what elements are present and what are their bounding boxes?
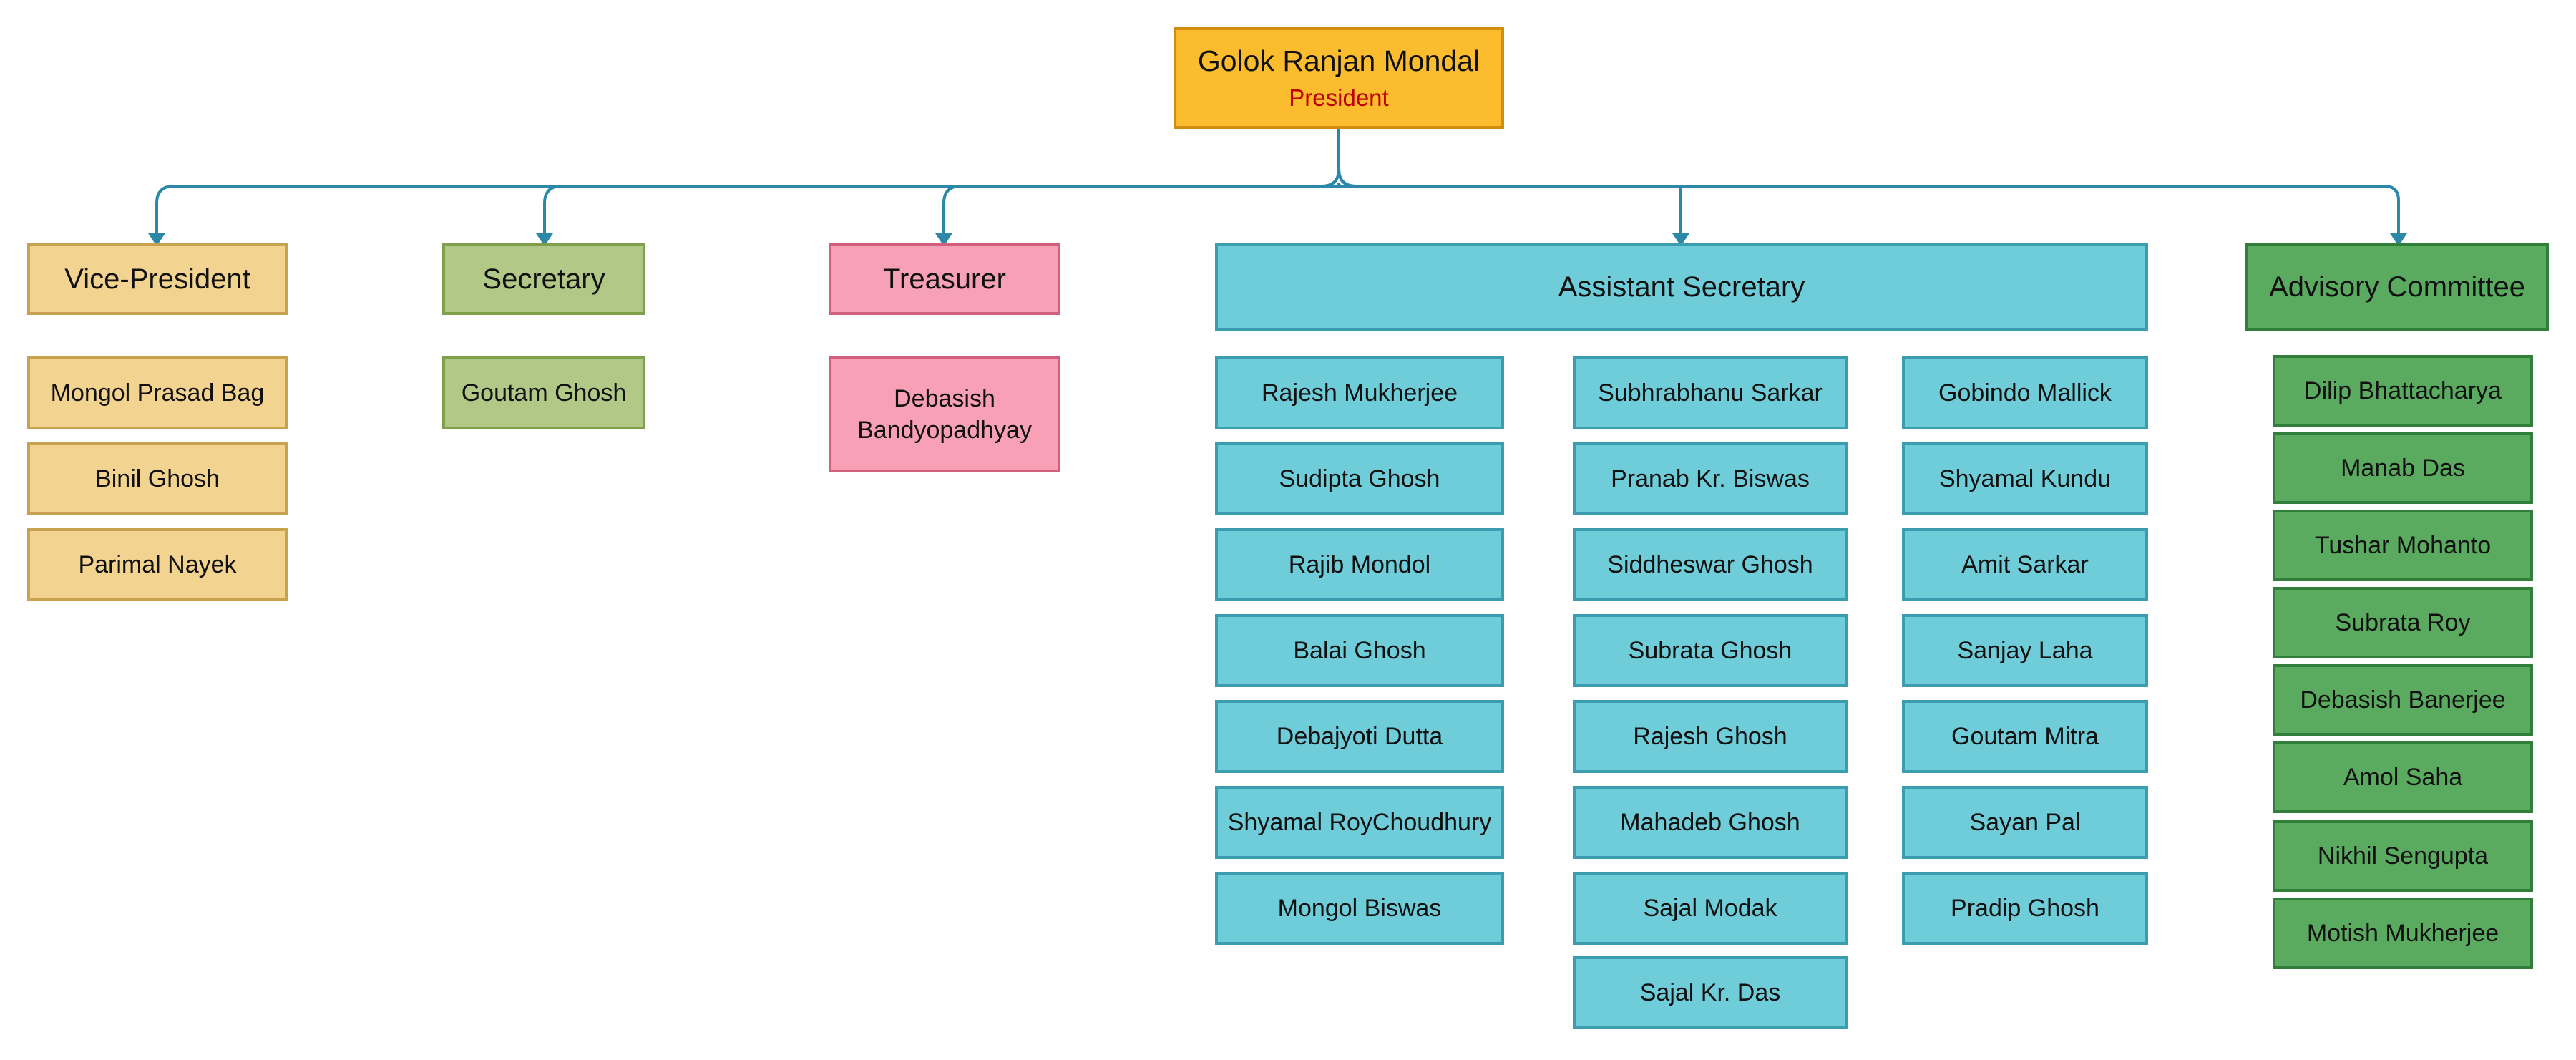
- arrowhead-assistant-secretary: [1672, 233, 1689, 246]
- vice-president-member: Binil Ghosh: [27, 442, 288, 515]
- treasurer-header: Treasurer: [829, 243, 1060, 315]
- arrowhead-advisory-committee: [2390, 233, 2407, 246]
- assistant-secretary-member: Subhrabhanu Sarkar: [1573, 356, 1848, 429]
- assistant-secretary-header: Assistant Secretary: [1215, 243, 2148, 331]
- secretary-header: Secretary: [442, 243, 645, 315]
- advisory-committee-header: Advisory Committee: [2245, 243, 2549, 331]
- assistant-secretary-member: Amit Sarkar: [1902, 528, 2148, 601]
- assistant-secretary-member: Balai Ghosh: [1215, 614, 1504, 687]
- assistant-secretary-member: Sayan Pal: [1902, 786, 2148, 859]
- assistant-secretary-member: Gobindo Mallick: [1902, 356, 2148, 429]
- advisory-committee-member: Amol Saha: [2273, 741, 2533, 813]
- assistant-secretary-member: Rajesh Ghosh: [1573, 700, 1848, 773]
- assistant-secretary-member: Goutam Mitra: [1902, 700, 2148, 773]
- advisory-committee-member: Manab Das: [2273, 432, 2533, 504]
- assistant-secretary-member: Sajal Kr. Das: [1573, 956, 1848, 1029]
- vice-president-header: Vice-President: [27, 243, 288, 315]
- treasurer-member: Debasish Bandyopadhyay: [829, 356, 1060, 472]
- branch-secretary: [543, 185, 562, 236]
- secretary-member: Goutam Ghosh: [442, 356, 645, 429]
- assistant-secretary-member: Sanjay Laha: [1902, 614, 2148, 687]
- advisory-committee-member: Dilip Bhattacharya: [2273, 355, 2533, 427]
- branch-advisory-committee: [2384, 185, 2400, 236]
- assistant-secretary-member: Sudipta Ghosh: [1215, 442, 1504, 515]
- arrowhead-secretary: [536, 233, 553, 246]
- president-name: Golok Ranjan Mondal: [1197, 44, 1480, 77]
- assistant-secretary-member: Debajyoti Dutta: [1215, 700, 1504, 773]
- assistant-secretary-member: Sajal Modak: [1573, 872, 1848, 945]
- assistant-secretary-member: Mahadeb Ghosh: [1573, 786, 1848, 859]
- branch-vice-president: [155, 185, 175, 236]
- arrowhead-vice-president: [148, 233, 165, 246]
- advisory-committee-member: Motish Mukherjee: [2273, 898, 2533, 969]
- assistant-secretary-member: Shyamal Kundu: [1902, 442, 2148, 515]
- advisory-committee-member: Subrata Roy: [2273, 587, 2533, 658]
- advisory-committee-member: Tushar Mohanto: [2273, 510, 2533, 581]
- assistant-secretary-member: Mongol Biswas: [1215, 872, 1504, 945]
- assistant-secretary-member: Pranab Kr. Biswas: [1573, 442, 1848, 515]
- branch-treasurer: [942, 185, 962, 236]
- assistant-secretary-member: Shyamal RoyChoudhury: [1215, 786, 1504, 859]
- vice-president-member: Mongol Prasad Bag: [27, 356, 288, 429]
- assistant-secretary-member: Siddheswar Ghosh: [1573, 528, 1848, 601]
- assistant-secretary-member: Rajesh Mukherjee: [1215, 356, 1504, 429]
- vice-president-member: Parimal Nayek: [27, 528, 288, 601]
- assistant-secretary-member: Pradip Ghosh: [1902, 872, 2148, 945]
- arrowhead-treasurer: [935, 233, 952, 246]
- assistant-secretary-member: Subrata Ghosh: [1573, 614, 1848, 687]
- assistant-secretary-member: Rajib Mondol: [1215, 528, 1504, 601]
- advisory-committee-member: Debasish Banerjee: [2273, 664, 2533, 736]
- president-box: Golok Ranjan Mondal President: [1174, 27, 1504, 129]
- advisory-committee-member: Nikhil Sengupta: [2273, 820, 2533, 892]
- president-title: President: [1289, 84, 1389, 112]
